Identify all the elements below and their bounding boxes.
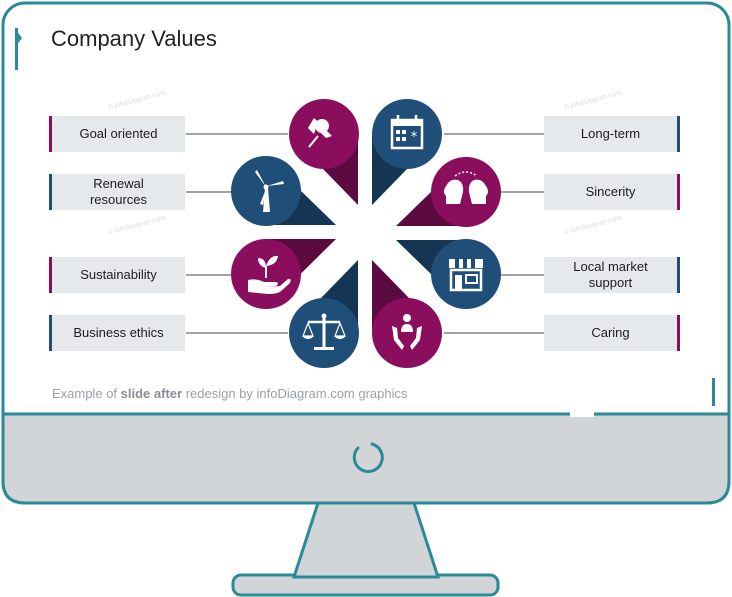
- connector-lines: [186, 133, 545, 334]
- caption-prefix: Example of: [52, 386, 121, 401]
- monitor-stand-neck: [291, 501, 441, 579]
- petal-business-ethics: [289, 260, 359, 368]
- calendar-icon: *: [390, 115, 424, 150]
- petal-caring: [372, 260, 442, 368]
- svg-text:*: *: [411, 130, 418, 145]
- caring-hands-icon: [392, 314, 422, 350]
- value-label-sustainability: Sustainability: [49, 257, 185, 293]
- value-label-sincerity: Sincerity: [544, 174, 680, 210]
- value-label-long-term: Long-term: [544, 116, 680, 152]
- push-pin-icon: [308, 118, 332, 148]
- monitor-chin: [1, 412, 731, 505]
- two-heads-icon: [444, 171, 488, 204]
- title-accent-bar: [15, 28, 18, 70]
- petal-local-market-support: [396, 239, 501, 309]
- caption-emphasis: slide after: [120, 386, 183, 401]
- value-label-caring: Caring: [544, 315, 680, 351]
- value-label-goal-oriented: Goal oriented: [49, 116, 185, 152]
- power-ring-icon: [352, 442, 384, 473]
- right-accent-bar: [712, 378, 715, 406]
- petal-sincerity: [396, 157, 501, 227]
- petal-sustainability: [231, 239, 336, 309]
- slide-caption: Example of slide after redesign by infoD…: [52, 386, 408, 401]
- petal-renewal-resources: [231, 156, 336, 226]
- caption-suffix: redesign by infoDiagram.com graphics: [182, 386, 408, 401]
- scales-icon: [302, 313, 346, 350]
- plant-in-hand-icon: [248, 255, 291, 294]
- petal-goal-oriented: [289, 99, 359, 205]
- value-label-local-market-support: Local market support: [544, 257, 680, 293]
- slide-title: Company Values: [51, 26, 217, 51]
- wind-turbine-icon: [255, 170, 284, 212]
- value-label-renewal-resources: Renewal resources: [49, 174, 185, 210]
- value-label-business-ethics: Business ethics: [49, 315, 185, 351]
- petal-long-term: *: [372, 99, 442, 205]
- shop-icon: [449, 259, 483, 292]
